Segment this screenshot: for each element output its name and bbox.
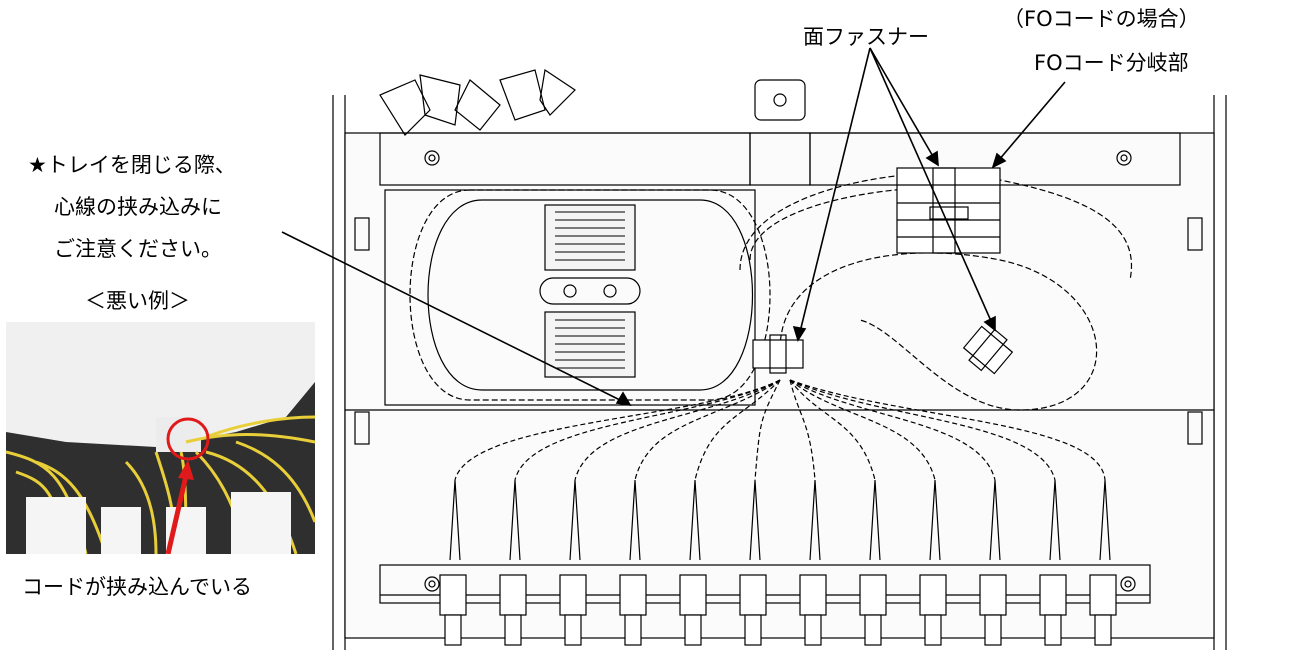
caution-line-1: ★トレイを閉じる際、 — [28, 153, 236, 177]
pinched-cord-caption: コードが挟み込んでいる — [22, 575, 252, 599]
caution-line-3: ご注意ください。 — [54, 237, 222, 261]
bad-example-photo-art — [6, 322, 315, 554]
label-surface-fastener: 面ファスナー — [803, 25, 929, 49]
bad-example-photo — [6, 322, 315, 554]
label-fo-case: （FOコードの場合） — [1003, 7, 1200, 31]
caution-line-2: 心線の挟み込みに — [54, 195, 222, 219]
label-fo-branch: FOコード分岐部 — [1034, 51, 1189, 75]
bad-example-title: ＜悪い例＞ — [85, 289, 190, 313]
